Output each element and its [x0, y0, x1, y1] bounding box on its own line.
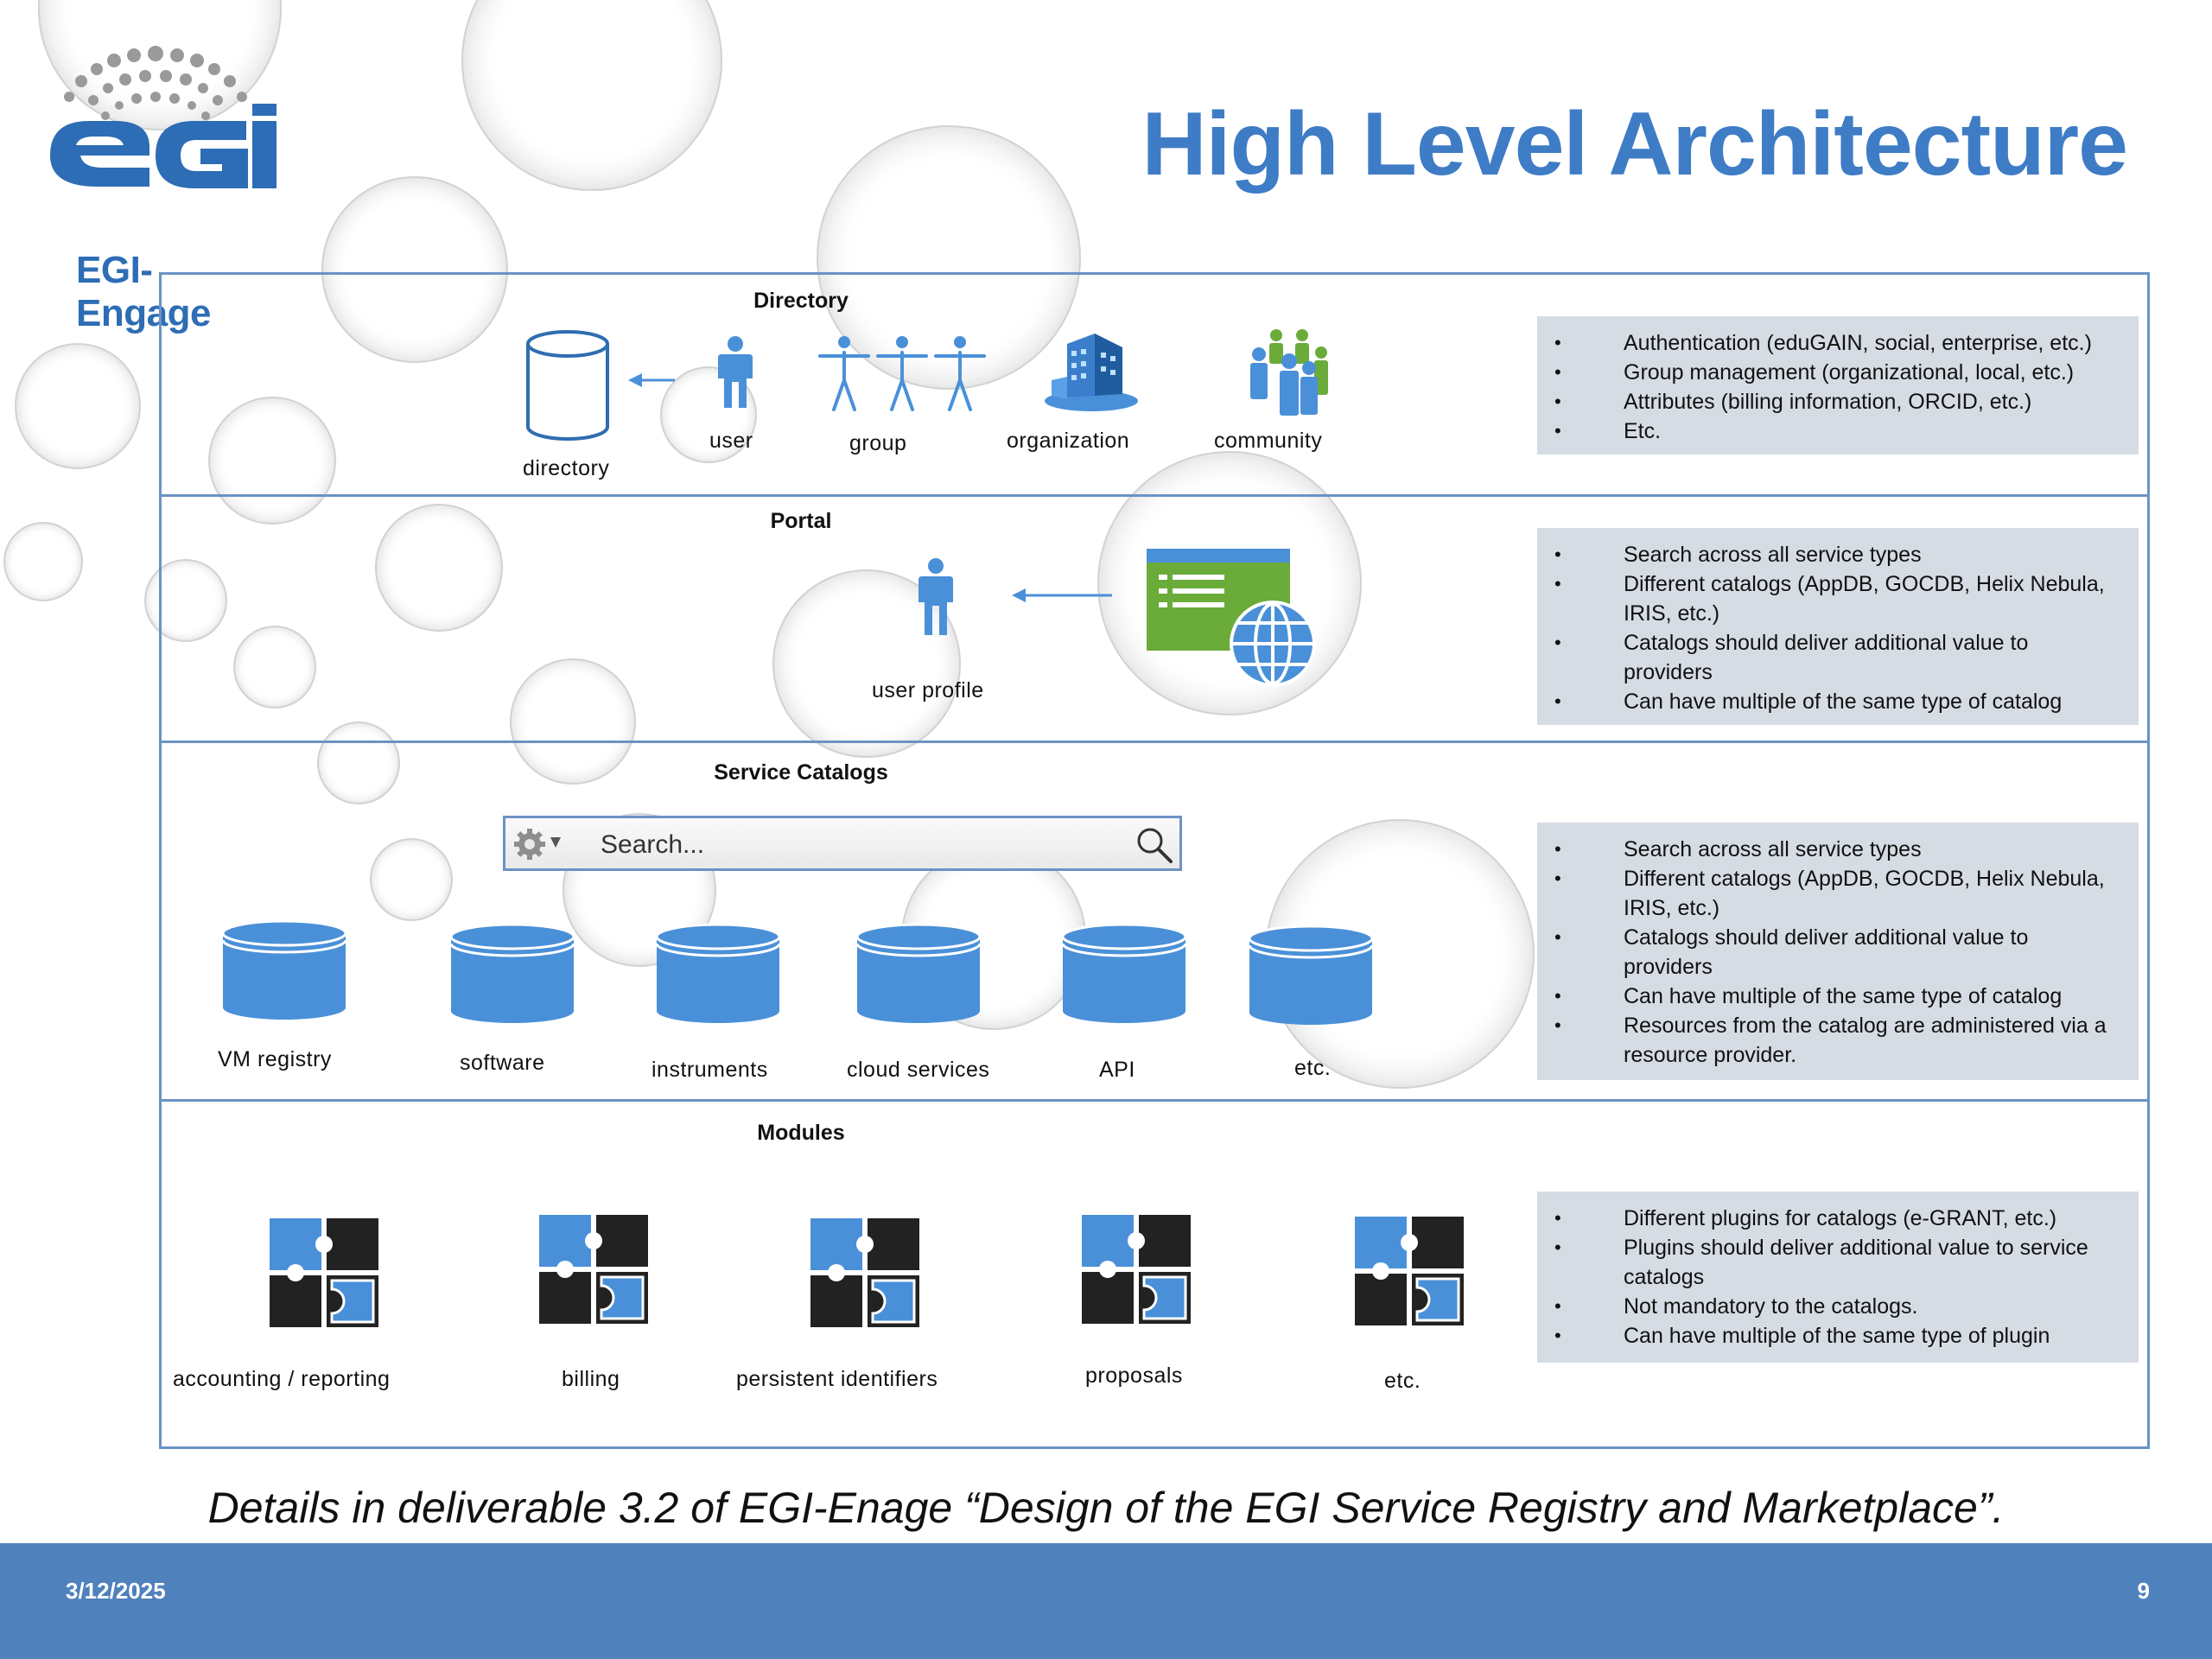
bullet-item: Attributes (billing information, ORCID, … [1554, 387, 2121, 416]
module-label: etc. [1384, 1369, 1421, 1393]
modules-layer-title: Modules [757, 1121, 845, 1145]
service-catalogs-bullet-box: Search across all service types Differen… [1537, 823, 2139, 1080]
node-label-directory: directory [523, 456, 610, 480]
building-icon [1045, 334, 1138, 411]
magnifier-icon[interactable] [1133, 823, 1174, 865]
bullet-item: Catalogs should deliver additional value… [1554, 923, 2121, 982]
egi-logo-mark [50, 46, 276, 188]
puzzle-module-icon [1355, 1217, 1464, 1325]
node-label-group: group [849, 431, 907, 455]
footer-note: Details in deliverable 3.2 of EGI-Enage … [207, 1484, 2005, 1532]
catalog-search-bar[interactable]: Search... [503, 816, 1182, 871]
group-icon [818, 336, 986, 411]
node-label-community: community [1214, 429, 1323, 453]
bullet-item: Search across all service types [1554, 835, 2121, 864]
portal-layer: Portal user profile Search across all se… [159, 494, 2150, 743]
puzzle-module-icon [1082, 1215, 1191, 1324]
person-icon [918, 558, 953, 635]
bullet-item: Resources from the catalog are administe… [1554, 1011, 2121, 1070]
directory-layer-title: Directory [753, 289, 849, 313]
bullet-item: Can have multiple of the same type of ca… [1554, 982, 2121, 1011]
node-label-organization: organization [1007, 429, 1130, 453]
bullet-item: Authentication (eduGAIN, social, enterpr… [1554, 328, 2121, 358]
catalog-label: etc. [1294, 1056, 1332, 1080]
egi-engage-wordmark: EGI-Engage [76, 249, 211, 334]
modules-layer: Modules Different plugins for catalogs (… [159, 1099, 2150, 1449]
node-label-user-profile: user profile [872, 678, 984, 702]
bullet-item: Can have multiple of the same type of ca… [1554, 687, 2121, 716]
database-icon [1061, 923, 1187, 1023]
arrow-left-icon [628, 373, 675, 387]
bullet-item: Catalogs should deliver additional value… [1554, 628, 2121, 687]
catalog-label: VM registry [218, 1047, 332, 1071]
search-input[interactable]: Search... [601, 830, 705, 859]
catalog-label: instruments [652, 1058, 768, 1082]
modules-bullet-box: Different plugins for catalogs (e-GRANT,… [1537, 1192, 2139, 1363]
person-icon [718, 336, 753, 408]
bullet-item: Can have multiple of the same type of pl… [1554, 1321, 2121, 1351]
catalog-label: API [1099, 1058, 1135, 1082]
bullet-item: Plugins should deliver additional value … [1554, 1233, 2121, 1292]
directory-layer: Directory directory user group [159, 272, 2150, 497]
catalog-label: software [460, 1051, 545, 1075]
catalog-label: cloud services [847, 1058, 990, 1082]
database-icon [449, 923, 575, 1023]
node-label-user: user [709, 429, 753, 453]
database-icon [1248, 925, 1374, 1025]
module-label: persistent identifiers [736, 1367, 938, 1391]
portal-bullet-box: Search across all service types Differen… [1537, 528, 2139, 725]
arrow-left-icon [1012, 588, 1112, 602]
bullet-item: Group management (organizational, local,… [1554, 358, 2121, 387]
footer-date: 3/12/2025 [66, 1578, 166, 1604]
database-icon [655, 923, 781, 1023]
bullet-item: Search across all service types [1554, 540, 2121, 569]
module-label: accounting / reporting [173, 1367, 391, 1391]
bullet-item: Different catalogs (AppDB, GOCDB, Helix … [1554, 864, 2121, 923]
bullet-item: Not mandatory to the catalogs. [1554, 1292, 2121, 1321]
module-label: proposals [1085, 1363, 1183, 1388]
footer-bar: 3/12/2025 9 [0, 1543, 2212, 1659]
database-icon [526, 330, 609, 441]
bullet-item: Different catalogs (AppDB, GOCDB, Helix … [1554, 569, 2121, 628]
database-icon [221, 919, 347, 1020]
directory-bullet-box: Authentication (eduGAIN, social, enterpr… [1537, 316, 2139, 454]
service-catalogs-layer: Service Catalogs Search across all servi… [159, 741, 2150, 1102]
bullet-item: Etc. [1554, 416, 2121, 446]
slide-title: High Level Architecture [1141, 94, 2128, 194]
egi-logo: EGI-Engage [26, 35, 285, 334]
module-label: billing [562, 1367, 620, 1391]
portal-layer-title: Portal [770, 509, 832, 533]
bullet-item: Different plugins for catalogs (e-GRANT,… [1554, 1204, 2121, 1233]
database-icon [855, 923, 982, 1023]
community-icon [1250, 329, 1328, 416]
page-number: 9 [2137, 1578, 2150, 1604]
puzzle-module-icon [539, 1215, 648, 1324]
service-catalogs-layer-title: Service Catalogs [714, 760, 888, 785]
gear-icon[interactable] [512, 825, 561, 863]
puzzle-module-icon [810, 1218, 919, 1327]
puzzle-module-icon [270, 1218, 378, 1327]
web-portal-icon [1147, 549, 1316, 687]
